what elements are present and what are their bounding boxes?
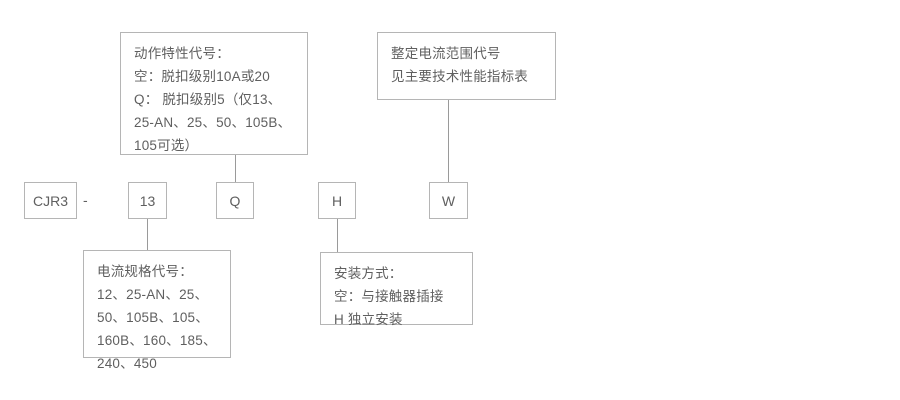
code-box-mounting[interactable]: H <box>318 182 356 219</box>
code-box-current-range[interactable]: W <box>429 182 468 219</box>
code-box-series[interactable]: CJR3 <box>24 182 77 219</box>
connector-13-to-spec <box>147 219 148 250</box>
connector-range-to-w <box>448 100 449 182</box>
connector-action-to-q <box>235 155 236 182</box>
note-current-spec: 电流规格代号： 12、25-AN、25、50、105B、105、160B、160… <box>83 250 231 371</box>
code-box-current-spec[interactable]: 13 <box>128 182 167 219</box>
connector-h-to-mount <box>337 219 338 252</box>
note-action-characteristic: 动作特性代号： 空：脱扣级别10A或20 Q： 脱扣级别5（仅13、25-AN、… <box>120 32 308 155</box>
note-current-range: 整定电流范围代号 见主要技术性能指标表 <box>377 32 556 100</box>
code-separator-dash: - <box>83 192 88 208</box>
note-mounting-type: 安装方式： 空：与接触器插接 H 独立安装 <box>320 252 473 327</box>
code-box-action-characteristic[interactable]: Q <box>216 182 254 219</box>
